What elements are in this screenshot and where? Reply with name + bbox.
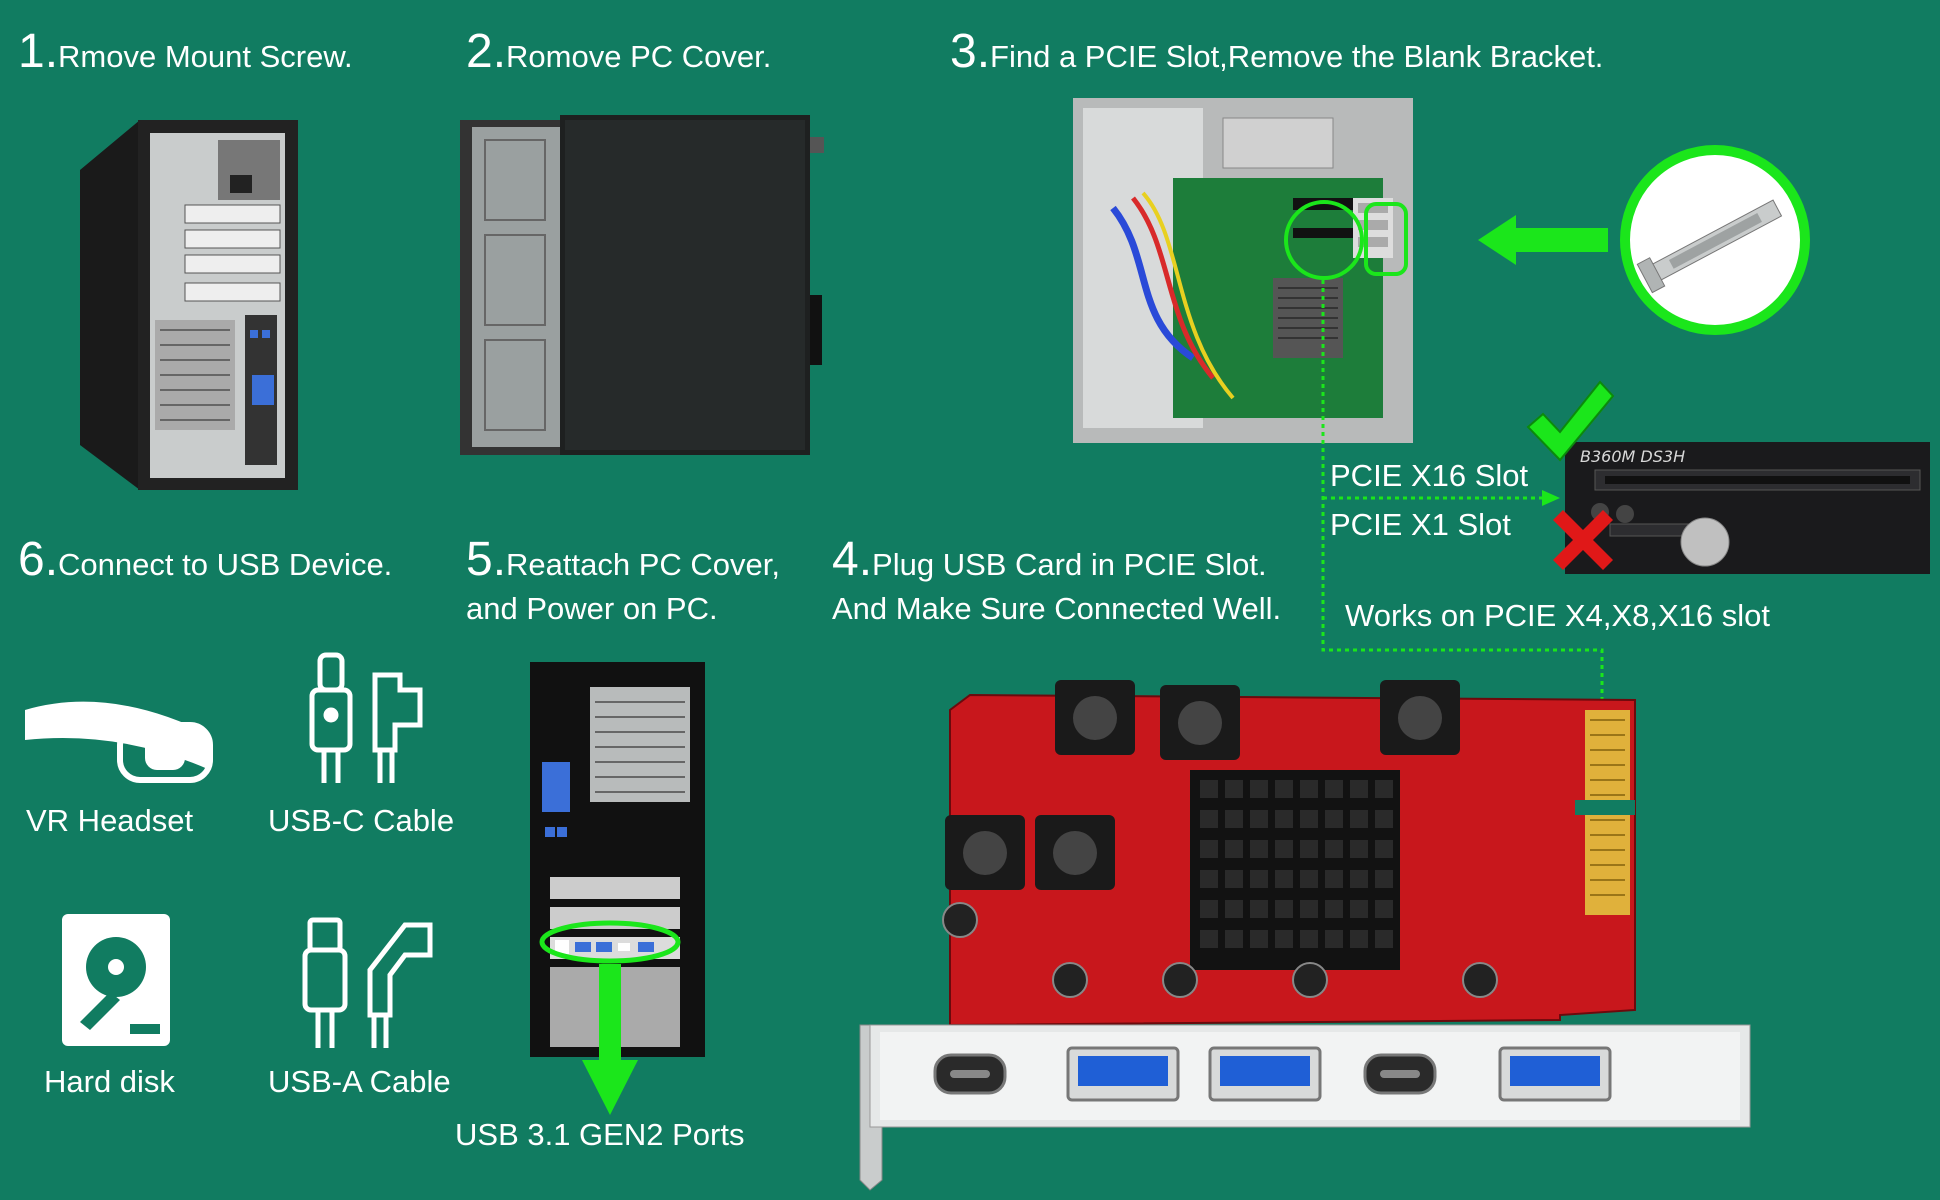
step-3-title: 3.Find a PCIE Slot,Remove the Blank Brac… — [950, 25, 1604, 78]
usb-ports-label: USB 3.1 GEN2 Ports — [455, 1117, 745, 1152]
pc-cover-removed-image — [460, 115, 824, 455]
motherboard-slot-closeup: B360M DS3H — [1565, 442, 1930, 574]
pc-tower-rear-image — [80, 120, 298, 490]
open-case-motherboard-image — [1073, 98, 1413, 443]
usb-c-cable-label: USB-C Cable — [268, 803, 455, 838]
ports-highlight-arrow — [539, 920, 681, 1115]
check-icon — [1526, 380, 1615, 462]
bracket-arrow-icon — [1478, 215, 1608, 265]
step-4-title: 4.Plug USB Card in PCIE Slot.And Make Su… — [832, 533, 1282, 626]
cross-icon — [1553, 510, 1613, 570]
hard-disk-label: Hard disk — [44, 1064, 175, 1099]
vr-headset-icon — [25, 701, 213, 783]
blank-bracket-image — [1620, 145, 1810, 335]
board-model-label: B360M DS3H — [1580, 447, 1685, 466]
step-6-title: 6.Connect to USB Device. — [18, 533, 393, 586]
pcie-x16-label: PCIE X16 Slot — [1330, 458, 1529, 493]
pcie-usb-card-image — [859, 680, 1751, 1191]
step-2-title: 2.Romove PC Cover. — [466, 25, 772, 78]
hard-disk-icon — [62, 914, 170, 1046]
vr-headset-label: VR Headset — [26, 803, 194, 838]
usb-a-cable-icon — [302, 917, 433, 1048]
usb-a-cable-label: USB-A Cable — [268, 1064, 451, 1099]
pcie-x1-label: PCIE X1 Slot — [1330, 507, 1511, 542]
step-1-title: 1.Rmove Mount Screw. — [18, 25, 353, 78]
step-5-title: 5.Reattach PC Cover,and Power on PC. — [466, 533, 780, 626]
usb-c-cable-icon — [309, 652, 423, 783]
pcie-slot-highlight — [1284, 200, 1408, 280]
works-on-label: Works on PCIE X4,X8,X16 slot — [1345, 598, 1771, 633]
